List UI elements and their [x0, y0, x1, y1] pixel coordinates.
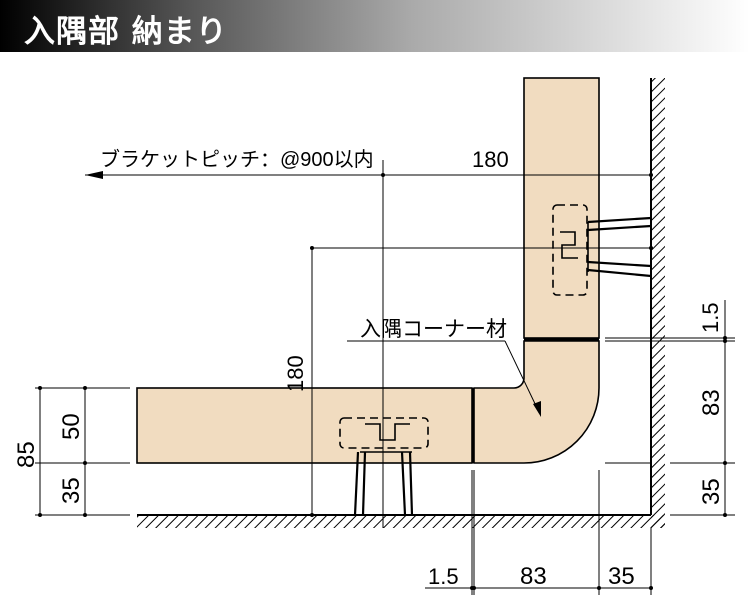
dim-right-1-5: 1.5 [698, 302, 723, 333]
dim-left-85: 85 [13, 441, 40, 468]
floor-bracket [339, 417, 429, 516]
vertical-duct [523, 77, 600, 339]
dim-top-180: 180 [472, 147, 509, 172]
corner-label: 入隅コーナー材 [360, 318, 507, 341]
horizontal-duct [136, 387, 473, 464]
corner-piece [473, 340, 600, 464]
dim-bottom-1-5: 1.5 [428, 564, 459, 589]
page-title: 入隅部 納まり [24, 14, 228, 50]
wall-bracket [552, 204, 652, 296]
pitch-label: ブラケットピッチ：@900以内 [100, 147, 374, 171]
dim-left-35: 35 [58, 477, 85, 504]
dim-left-50: 50 [58, 413, 85, 440]
dim-right-83: 83 [698, 389, 725, 416]
dim-right-35: 35 [698, 478, 725, 505]
title-bar: 入隅部 納まり [0, 0, 750, 52]
dim-vert-180: 180 [283, 355, 308, 392]
wall-hatch [651, 78, 665, 528]
floor-hatch [137, 515, 665, 528]
dim-bottom-83: 83 [520, 563, 547, 590]
dim-bottom-35: 35 [608, 563, 635, 590]
